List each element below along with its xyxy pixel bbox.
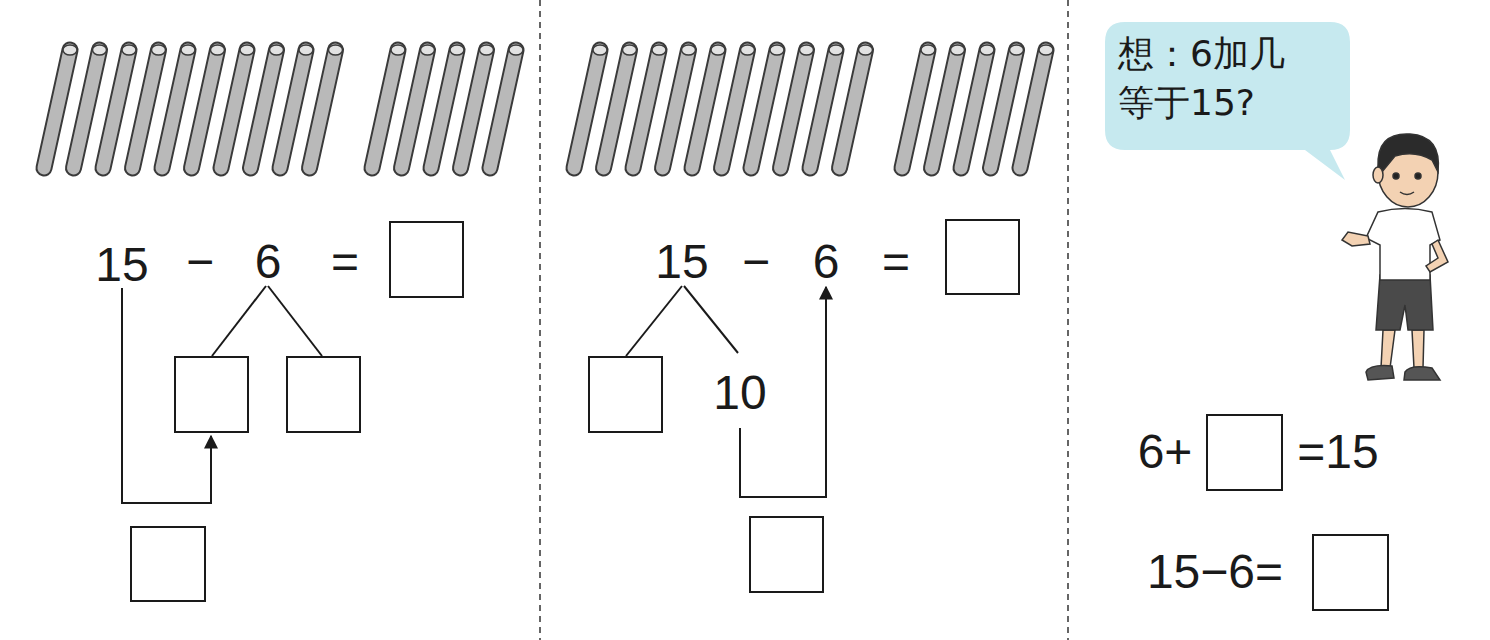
math-text: = xyxy=(331,238,359,286)
separator xyxy=(539,0,541,640)
counting-sticks xyxy=(44,45,1053,168)
math-text: 10 xyxy=(713,369,766,417)
math-text: 6+ xyxy=(1138,428,1193,476)
speech-bubble-text: 想：6加几 等于15? xyxy=(1118,30,1308,127)
separator xyxy=(1067,0,1069,640)
math-text: 15 xyxy=(95,241,148,289)
math-text: 15 xyxy=(655,238,708,286)
math-text: − xyxy=(742,238,770,286)
math-text: − xyxy=(186,238,214,286)
math-text: 6 xyxy=(255,238,282,286)
math-text: 6 xyxy=(813,238,840,286)
math-text: = xyxy=(882,238,910,286)
tree-lines xyxy=(122,286,826,503)
math-text: 15−6= xyxy=(1147,548,1283,596)
answer-boxes xyxy=(131,220,1388,610)
speech-text: 想：6加几 等于15? xyxy=(1118,30,1308,127)
math-text: =15 xyxy=(1297,428,1378,476)
boy-figure xyxy=(1342,134,1448,380)
speech-bubble xyxy=(1105,22,1350,180)
